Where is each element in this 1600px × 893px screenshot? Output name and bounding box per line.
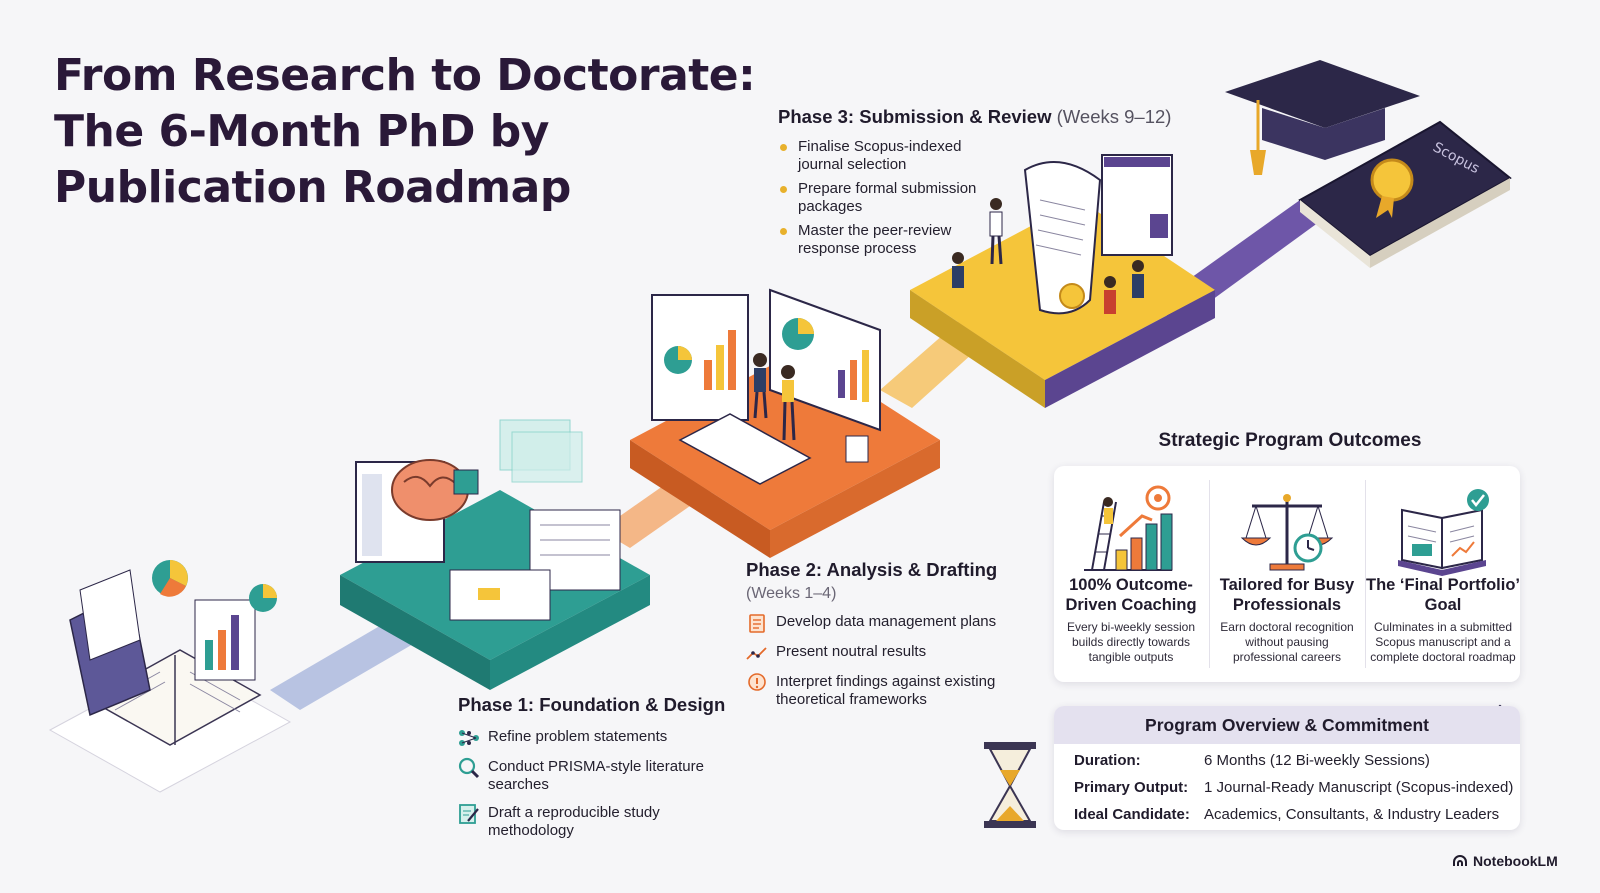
graduation-goal-art: Scopus (1225, 60, 1512, 268)
overview-value: 1 Journal-Ready Manuscript (Scopus-index… (1204, 779, 1514, 796)
outcome-card-title: 100% Outcome-Driven Coaching (1065, 576, 1197, 614)
program-overview-panel: Program Overview & Commitment Duration: … (1054, 706, 1520, 830)
list-item-text: Finalise Scopus-indexed journal selectio… (798, 138, 962, 173)
overview-label: Ideal Candidate: (1074, 806, 1190, 823)
open-book-check-icon (1366, 480, 1520, 580)
list-item-text: Present noutral results (776, 643, 927, 660)
overview-label: Duration: (1074, 752, 1141, 769)
bullet-dot-icon (780, 186, 787, 193)
scales-clock-icon (1210, 480, 1364, 580)
list-item-text: Conduct PRISMA-style literature searches (488, 758, 704, 793)
hourglass-art (984, 742, 1036, 828)
list-item: Develop data management plans (746, 613, 1016, 633)
ladder-target-growth-icon (1054, 480, 1208, 580)
outcome-card-desc: Culminates in a submitted Scopus manuscr… (1370, 620, 1516, 664)
card-divider (1365, 480, 1366, 668)
overview-label: Primary Output: (1074, 779, 1189, 796)
list-item-text: Interpret findings against existing theo… (776, 673, 996, 708)
bullet-dot-icon (780, 228, 787, 235)
phase3-section: Phase 3: Submission & Review (Weeks 9–12… (778, 106, 1171, 264)
phase3-title: Phase 3: Submission & Review (778, 106, 1052, 127)
list-item: Master the peer-review response process (778, 222, 978, 258)
list-item: Finalise Scopus-indexed journal selectio… (778, 138, 978, 174)
list-item-text: Master the peer-review response process (798, 222, 952, 257)
phase3-list: Finalise Scopus-indexed journal selectio… (778, 138, 978, 258)
notebooklm-brand: NotebookLM (1452, 853, 1558, 869)
trend-line-icon (746, 643, 768, 663)
outcome-card-desc: Earn doctoral recognition without pausin… (1220, 620, 1354, 664)
outcome-card: Tailored for Busy Professionals Earn doc… (1210, 466, 1364, 682)
overview-value: Academics, Consultants, & Industry Leade… (1204, 806, 1500, 823)
title-line: From Research to Doctorate: (54, 50, 756, 101)
phase3-title-line: Phase 3: Submission & Review (Weeks 9–12… (778, 106, 1171, 128)
phase1-platform (340, 419, 650, 690)
phase2-title: Phase 2: Analysis & Drafting (746, 559, 998, 580)
notebooklm-logo-icon (1452, 855, 1468, 867)
outcomes-panel: 100% Outcome-Driven Coaching Every bi-we… (1054, 466, 1520, 682)
brand-text: NotebookLM (1473, 853, 1558, 869)
card-divider (1209, 480, 1210, 668)
list-item-text: Refine problem statements (488, 728, 668, 745)
list-item-text: Prepare formal submission packages (798, 180, 977, 215)
bullet-dot-icon (780, 144, 787, 151)
page-title: From Research to Doctorate: The 6-Month … (54, 48, 774, 216)
list-item: Present noutral results (746, 643, 1016, 663)
network-nodes-icon (458, 728, 480, 748)
overview-heading: Program Overview & Commitment (1054, 706, 1520, 744)
outcome-card: 100% Outcome-Driven Coaching Every bi-we… (1054, 466, 1208, 682)
phase3-platform (910, 154, 1215, 408)
edit-document-icon (458, 804, 480, 824)
outcome-card: The ‘Final Portfolio’ Goal Culminates in… (1366, 466, 1520, 682)
title-line: The 6-Month PhD by (54, 106, 549, 157)
outcome-card-title: Tailored for Busy Professionals (1219, 576, 1355, 614)
list-item-text: Draft a reproducible study methodology (488, 804, 660, 839)
start-documents-art (48, 560, 292, 793)
list-item: Draft a reproducible study methodology (458, 804, 728, 840)
phase1-list: Refine problem statements Conduct PRISMA… (458, 728, 728, 840)
phase1-section: Phase 1: Foundation & Design Refine prob… (458, 694, 728, 850)
outcome-card-desc: Every bi-weekly session builds directly … (1066, 620, 1196, 664)
document-icon (746, 613, 768, 633)
phase2-platform (630, 288, 940, 558)
list-item: Conduct PRISMA-style literature searches (458, 757, 728, 794)
list-item: Refine problem statements (458, 728, 728, 748)
magnifier-icon (458, 757, 480, 779)
phase1-title: Phase 1: Foundation & Design (458, 694, 726, 715)
outcomes-heading: Strategic Program Outcomes (1158, 430, 1422, 451)
list-item: Interpret findings against existing theo… (746, 673, 1016, 709)
phase2-section: Phase 2: Analysis & Drafting (Weeks 1–4)… (746, 559, 1016, 719)
phase2-weeks: (Weeks 1–4) (746, 585, 837, 602)
lightbulb-icon (746, 673, 768, 693)
title-line: Publication Roadmap (54, 162, 571, 213)
outcome-card-title: The ‘Final Portfolio’ Goal (1366, 576, 1520, 614)
phase3-weeks: (Weeks 9–12) (1056, 106, 1172, 127)
list-item: Prepare formal submission packages (778, 180, 978, 216)
overview-value: 6 Months (12 Bi-weekly Sessions) (1204, 752, 1430, 769)
list-item-text: Develop data management plans (776, 613, 997, 630)
phase2-list: Develop data management plans Present no… (746, 613, 1016, 709)
